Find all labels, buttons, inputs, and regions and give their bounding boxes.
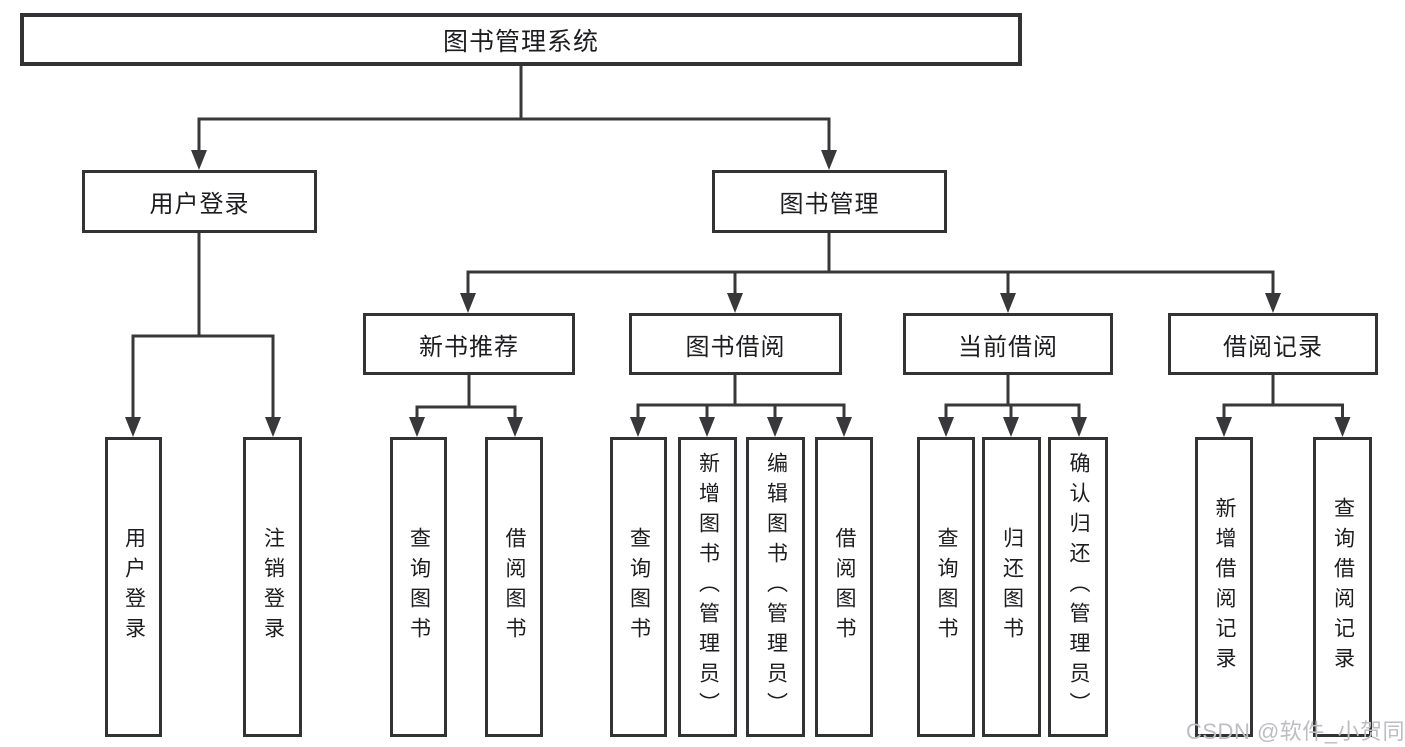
node-current-borrow: 当前借阅	[903, 313, 1113, 375]
connector-user-login-branch	[125, 233, 281, 437]
leaf-query-books-borrow: 查询图书	[610, 437, 667, 737]
node-borrow-records: 借阅记录	[1168, 313, 1378, 375]
connector-borrow-records-branch	[1216, 375, 1351, 437]
connector-current-borrow-branch	[938, 375, 1087, 437]
leaf-return-book: 归还图书	[982, 437, 1041, 737]
node-book-borrow: 图书借阅	[629, 313, 842, 375]
leaf-edit-book-admin: 编辑图书（管理员）	[746, 437, 805, 737]
node-user-login: 用户登录	[82, 170, 317, 233]
leaf-confirm-return-admin: 确认归还（管理员）	[1048, 437, 1108, 737]
leaf-add-book-admin: 新增图书（管理员）	[678, 437, 737, 737]
leaf-query-books-current: 查询图书	[917, 437, 975, 737]
leaf-user-login: 用户登录	[105, 437, 162, 737]
watermark-text: CSDN @软件_小贺同学	[1186, 719, 1405, 744]
leaf-query-borrow-record: 查询借阅记录	[1313, 437, 1372, 737]
leaf-borrow-books: 借阅图书	[815, 437, 873, 737]
leaf-borrow-books-recommend: 借阅图书	[485, 437, 543, 737]
connector-root-branch	[191, 66, 837, 170]
node-new-book-recommend: 新书推荐	[363, 313, 575, 375]
leaf-query-books-recommend: 查询图书	[390, 437, 447, 737]
connector-book-borrow-branch	[630, 375, 852, 437]
node-book-management: 图书管理	[712, 170, 947, 233]
node-library-management-system: 图书管理系统	[20, 13, 1022, 66]
leaf-add-borrow-record: 新增借阅记录	[1195, 437, 1253, 737]
leaf-logout: 注销登录	[243, 437, 302, 737]
connector-new-book-recommend-branch	[409, 375, 523, 437]
connector-book-management-branch	[460, 233, 1281, 313]
